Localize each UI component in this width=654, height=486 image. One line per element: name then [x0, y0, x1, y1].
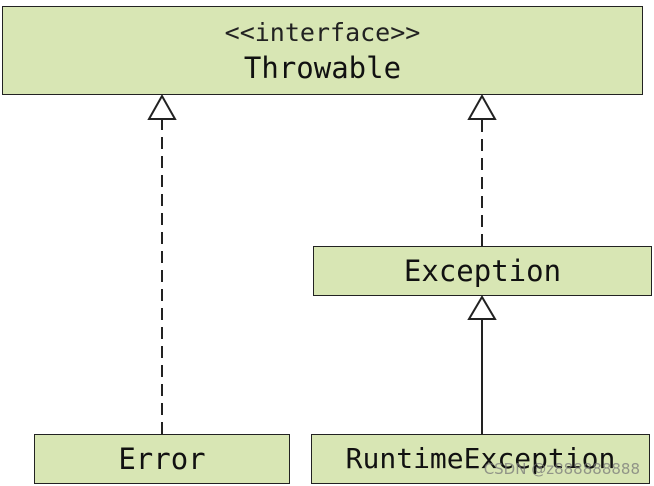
exception-class-name: Exception: [403, 254, 562, 288]
error-class-name: Error: [118, 442, 206, 476]
exception-class-box: Exception: [313, 246, 652, 296]
throwable-class-name: Throwable: [243, 50, 402, 85]
exception-to-throwable-arrowhead: [467, 93, 497, 120]
runtime-to-exception-arrowhead: [467, 295, 497, 320]
watermark: CSDN @z888888888: [483, 460, 640, 478]
error-class-box: Error: [34, 434, 290, 484]
error-to-throwable-arrowhead: [147, 93, 177, 120]
runtime-exception-class-box: RuntimeException: [311, 434, 650, 484]
throwable-stereotype: <<interface>>: [224, 17, 421, 47]
runtime-exception-class-name: RuntimeException: [345, 442, 616, 475]
throwable-class-box: <<interface>> Throwable: [2, 6, 643, 95]
